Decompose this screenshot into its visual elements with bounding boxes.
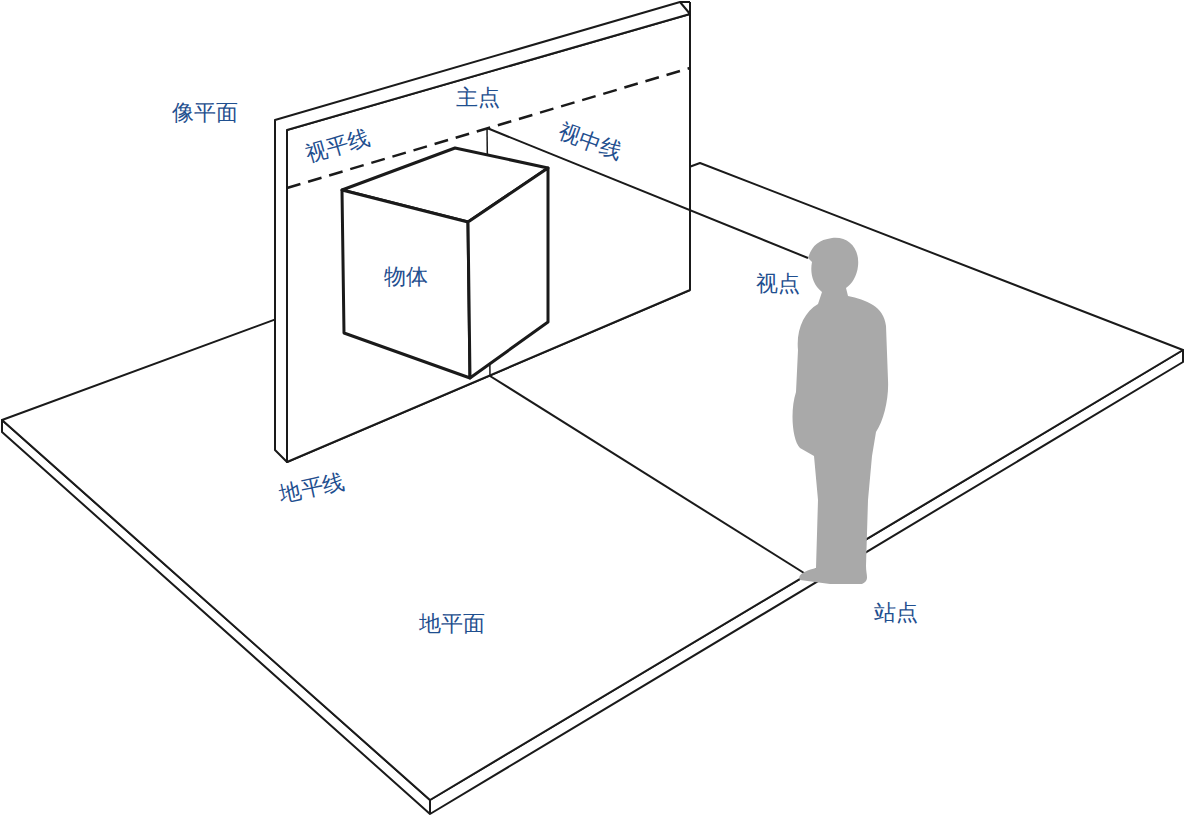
part-label: 视点 (756, 271, 800, 297)
picture-plane (287, 14, 690, 462)
object-label: 物体 (384, 262, 428, 292)
cube (342, 148, 548, 378)
cube-side (468, 168, 548, 378)
object-box: 物体 (346, 222, 466, 332)
part-label: 站点 (874, 600, 918, 626)
picture-plane-edge (275, 2, 690, 462)
picture-plane-edge-line (689, 2, 691, 14)
station-line (490, 376, 812, 578)
ground-plane-edge-line (429, 800, 431, 814)
part-label: 地平面 (419, 611, 485, 637)
picture-plane-edge-line (680, 1, 690, 3)
part-label: 主点 (456, 85, 500, 111)
part-label: 像平面 (172, 100, 238, 126)
cube-front (342, 190, 470, 378)
person-silhouette (793, 238, 889, 584)
